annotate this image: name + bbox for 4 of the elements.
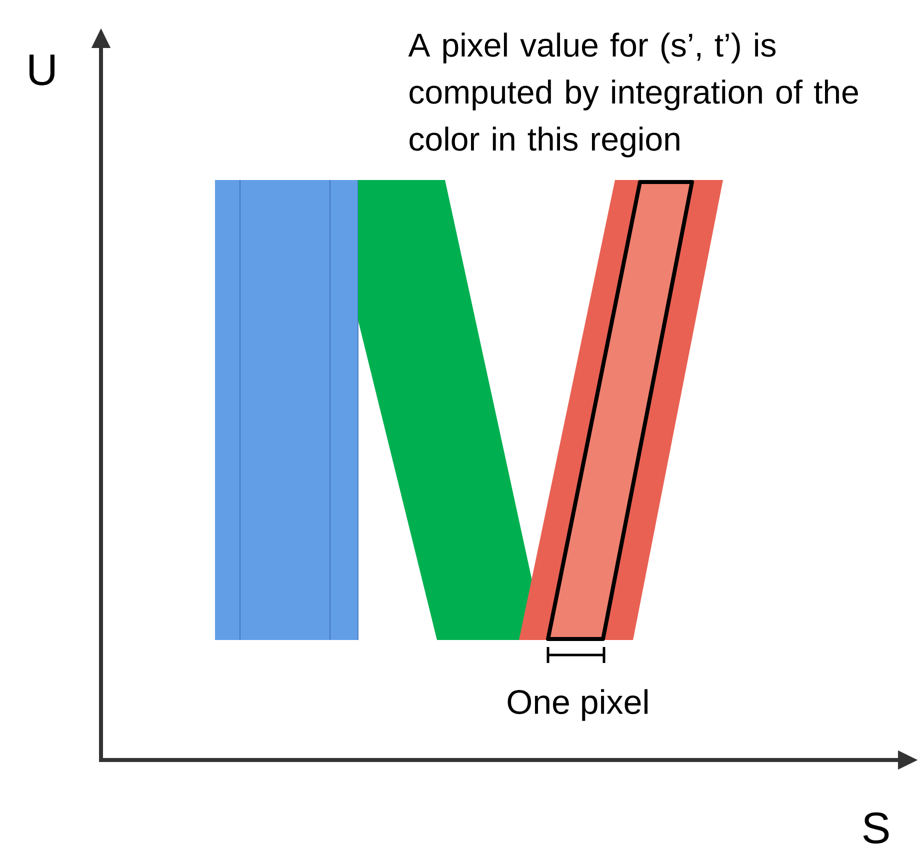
- callout-text: A pixel value for (s’, t’) is computed by integration of the color in this region: [408, 32, 858, 158]
- axis-label: U: [30, 54, 54, 86]
- dimension-label: One pixel: [508, 689, 648, 721]
- axis-label: S: [863, 812, 889, 844]
